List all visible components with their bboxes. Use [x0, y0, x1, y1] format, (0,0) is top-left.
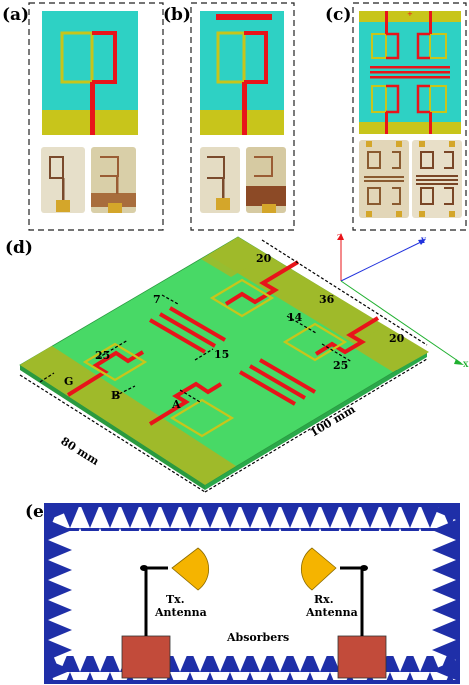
rx-antenna: Rx. Antenna: [300, 547, 387, 679]
absorbers-right: [432, 507, 456, 680]
axis-y-label: Y: [420, 236, 427, 245]
dim-7: 7: [153, 293, 161, 306]
panel-c: (c) +: [325, 2, 467, 231]
tx-stand: [121, 635, 171, 679]
antenna-c-layout: +: [359, 10, 461, 134]
panel-a-label: (a): [2, 5, 29, 25]
board-3d: [19, 236, 429, 490]
dim-a: A: [171, 398, 181, 411]
antenna-b-photo-1: [200, 147, 240, 213]
panel-d-label: (d): [5, 238, 33, 258]
tx-label-line2: Antenna: [154, 606, 207, 619]
dim-25-left: 25: [95, 349, 110, 362]
dim-15: 15: [214, 348, 229, 361]
absorbers-top: [48, 507, 456, 531]
dim-20-right: 20: [389, 332, 405, 345]
dim-b: B: [111, 389, 120, 402]
dimension-arrows: [19, 239, 428, 493]
absorbers-bottom: [48, 656, 456, 680]
antenna-a-layout: [42, 11, 138, 135]
tx-label-line1: Tx.: [166, 593, 185, 606]
rx-horn: [300, 547, 337, 591]
antenna-a-photo-1: [41, 147, 85, 213]
dim-80mm: 80 mm: [58, 435, 101, 469]
left-ground-strip: [20, 347, 86, 387]
panel-e: (e) Tx. Antenna Rx. Antenna Absorbers: [25, 502, 460, 684]
dim-25-right: 25: [333, 359, 348, 372]
svg-text:+: +: [407, 10, 413, 18]
panel-b-label: (b): [163, 5, 191, 25]
antenna-b-layout: [200, 11, 284, 135]
panel-b-frame: [190, 2, 295, 231]
panel-c-label: (c): [325, 5, 351, 25]
axis-x-label: X: [463, 360, 469, 369]
right-ground-strip: [351, 326, 427, 372]
rx-label-line2: Antenna: [305, 606, 358, 619]
antenna-c-photo-2: [412, 140, 462, 218]
rx-label-line1: Rx.: [314, 593, 334, 606]
loop-resonators: [82, 278, 348, 438]
rx-stand: [337, 635, 387, 679]
top-pad-strip: [201, 237, 268, 277]
axis-z-label: Z: [337, 233, 342, 242]
feed-lines: [66, 260, 380, 426]
tx-horn: [171, 547, 210, 591]
dim-14: 14: [287, 311, 303, 324]
anechoic-chamber: [44, 503, 460, 684]
panel-b: (b): [163, 2, 295, 231]
dim-g: G: [64, 375, 73, 388]
dim-20-top: 20: [256, 252, 272, 265]
antenna-a-photo-2: [91, 147, 136, 213]
coupling-strips: [148, 306, 317, 406]
panel-a: (a): [2, 2, 164, 231]
panel-d: (d): [5, 233, 469, 493]
absorbers-label: Absorbers: [226, 631, 289, 644]
antenna-b-photo-2: [246, 147, 286, 213]
coordinate-axes: Z Y X: [337, 233, 469, 369]
antenna-c-photo-1: [359, 140, 409, 218]
absorbers-left: [48, 507, 72, 680]
tx-antenna: Tx. Antenna: [121, 547, 210, 679]
dim-36: 36: [319, 293, 335, 306]
